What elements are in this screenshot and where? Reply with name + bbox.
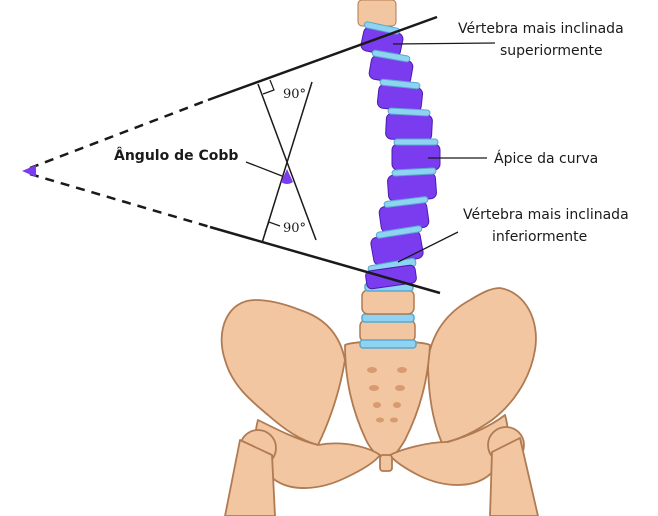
vertebra-apex (392, 144, 440, 170)
sacrum (345, 341, 430, 460)
upper-right-angle-marker (263, 80, 274, 94)
lower-dashed-extension (30, 174, 210, 227)
upper-vertebra-label-line2: superiormente (500, 43, 603, 59)
lower-right-angle-marker (265, 222, 280, 232)
cervical-stub (358, 0, 396, 26)
upper-vertebra-label-line1: Vértebra mais inclinada (458, 21, 624, 37)
right-femur (490, 438, 538, 516)
lower-vertebra-label-line1: Vértebra mais inclinada (463, 207, 629, 223)
cobb-angle-label: Ângulo de Cobb (114, 147, 238, 164)
disc-s1 (360, 340, 416, 348)
upper-vertebra-leader (393, 43, 495, 44)
apex-angle-marker (22, 165, 36, 177)
apex-label: Ápice da curva (494, 150, 598, 167)
upper-right-angle-label: 90° (283, 87, 306, 102)
right-iliac-wing (428, 288, 536, 443)
lower-lumbar (360, 283, 416, 348)
lumbar-vertebra-5 (360, 320, 415, 342)
disc-5 (394, 139, 438, 145)
vertebra-4 (385, 113, 432, 141)
lower-perpendicular (262, 82, 312, 243)
lumbar-vertebra-4 (362, 290, 414, 314)
lower-right-angle-label: 90° (283, 221, 306, 236)
vertebra-6 (387, 172, 437, 201)
lower-vertebra-label-line2: inferiormente (492, 229, 587, 245)
cobb-label-leader (246, 162, 282, 176)
coccyx (380, 455, 392, 471)
disc-l5 (362, 314, 414, 322)
left-iliac-wing (222, 300, 345, 445)
